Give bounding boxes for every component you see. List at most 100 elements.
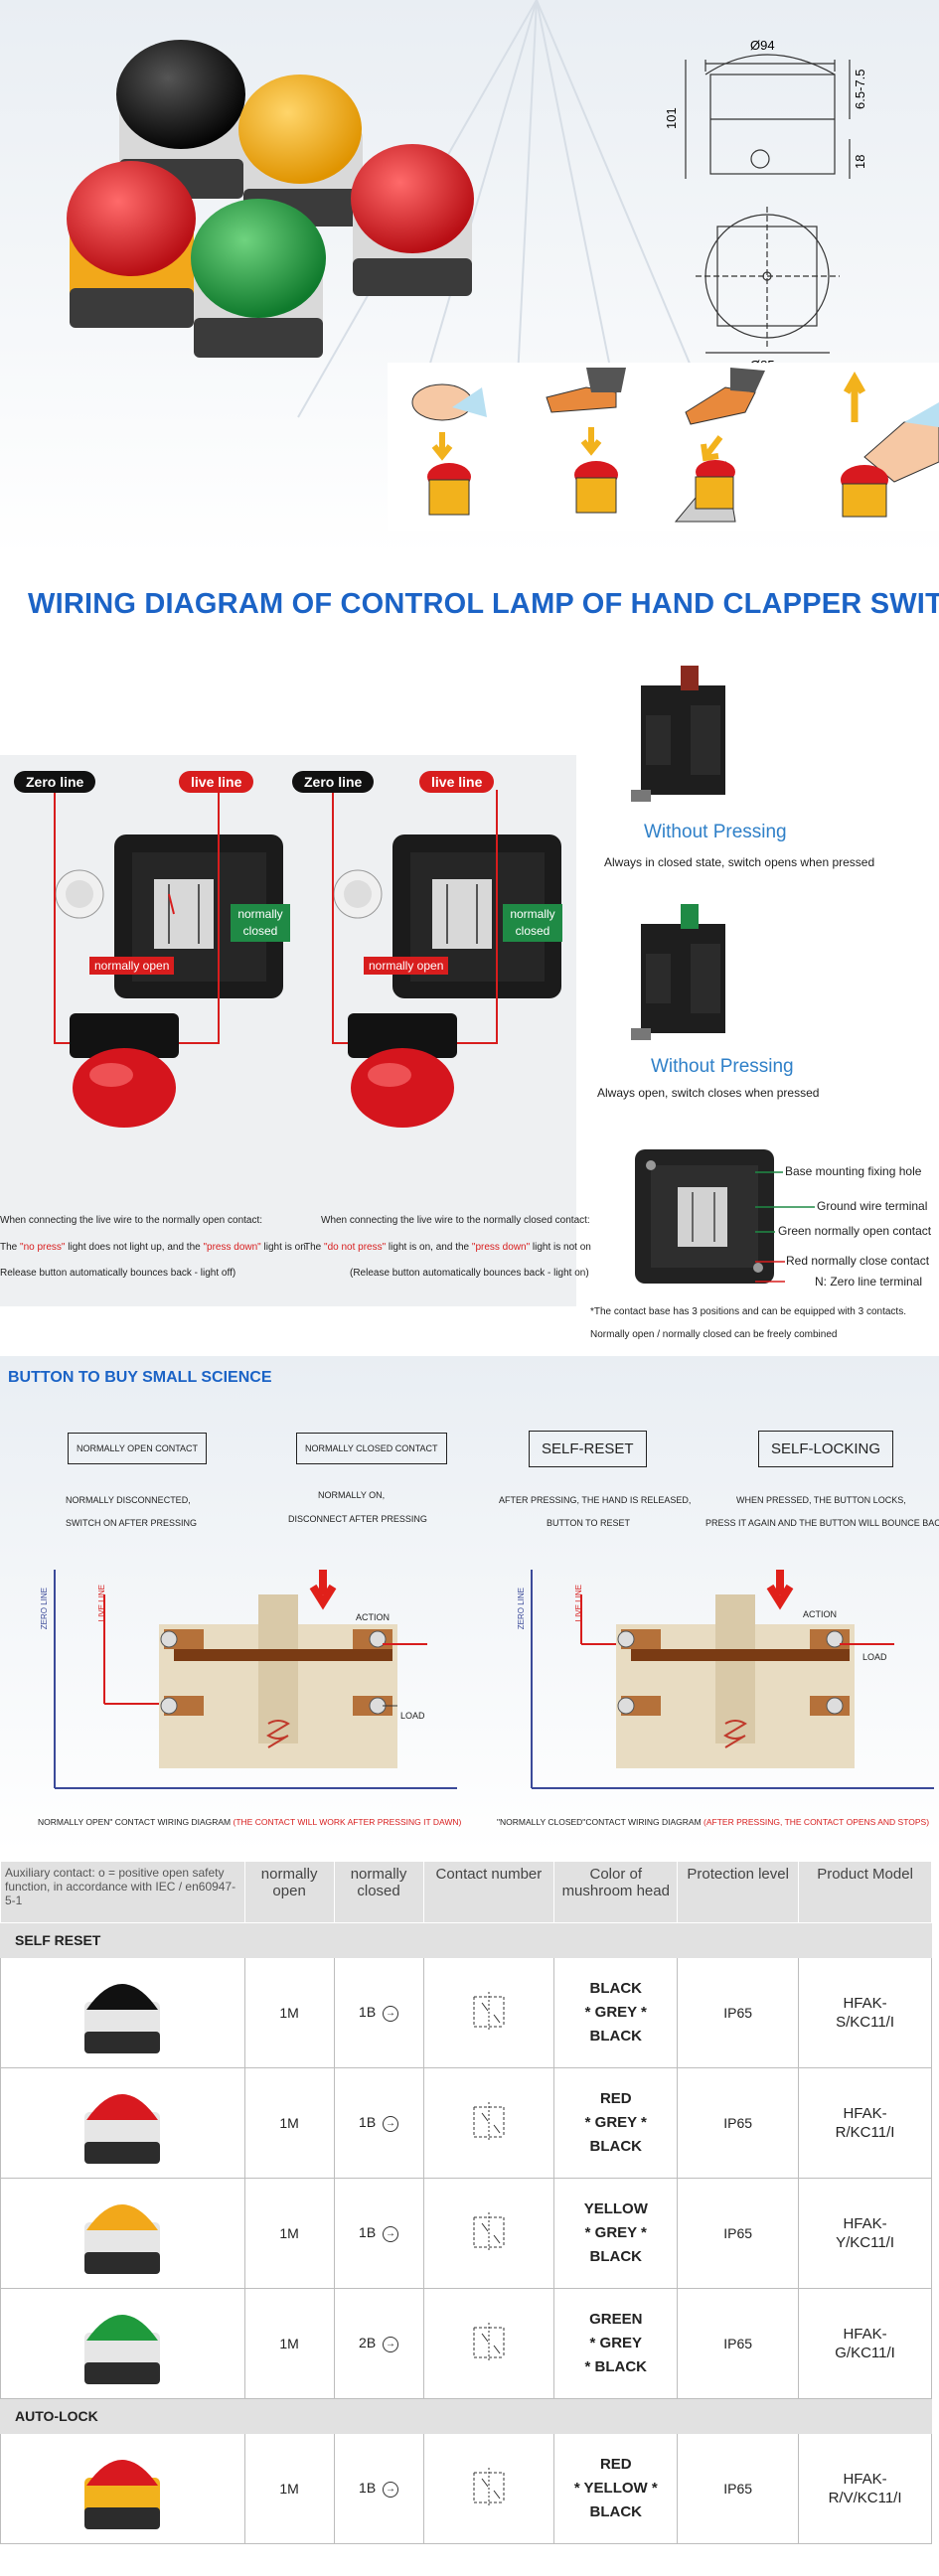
model-line-1: HFAK-	[843, 2471, 887, 2488]
desc-left-mid: light does not light up, and the	[65, 1242, 204, 1253]
product-base	[84, 2477, 161, 2515]
box-self-reset: SELF-RESET	[529, 1431, 647, 1467]
model-line-2: R/V/KC11/I	[828, 2490, 902, 2506]
product-thumbnail	[84, 2314, 161, 2384]
contact-symbol-icon	[473, 2101, 505, 2142]
box1-desc1: NORMALLY DISCONNECTED,	[66, 1495, 191, 1505]
desc-left-hl1: "no press"	[20, 1242, 66, 1253]
normally-closed-label-left: normally closed	[231, 904, 290, 942]
contact-number-cell	[422, 2433, 555, 2544]
live-line-tag-left: live line	[179, 771, 254, 793]
positive-open-icon: →	[383, 2336, 399, 2352]
product-thumbnail	[84, 2203, 161, 2274]
module1-desc: Always in closed state, switch opens whe…	[604, 855, 875, 869]
base-leader-lines	[755, 1171, 815, 1283]
base-note-2: Normally open / normally closed can be f…	[590, 1329, 838, 1340]
model-line-1: HFAK-	[843, 1995, 887, 2012]
product-image-cell	[0, 2178, 245, 2289]
contact-symbol-icon	[473, 1991, 505, 2032]
header-aux: Auxiliary contact: o = positive open saf…	[0, 1861, 245, 1923]
header-model: Product Model	[798, 1861, 932, 1923]
contact-number-cell	[422, 2067, 555, 2179]
protection-cell: IP65	[677, 2433, 800, 2544]
desc-left-post: light is on	[260, 1242, 306, 1253]
mushroom-buttons-photo	[67, 40, 474, 358]
contact-symbol-icon	[473, 2322, 505, 2362]
normally-open-cell: 1M	[243, 2178, 335, 2289]
desc-right-post: light is not on	[530, 1242, 591, 1253]
contact-module-no	[631, 904, 725, 1040]
color-line-2: * GREY *	[584, 2114, 647, 2131]
box1-desc2: SWITCH ON AFTER PRESSING	[66, 1518, 198, 1528]
wiring-section-title: WIRING DIAGRAM OF CONTROL LAMP OF HAND C…	[28, 588, 939, 620]
product-bottom	[84, 2506, 161, 2529]
contact-number-cell	[422, 2178, 555, 2289]
model-cell: HFAK- R/KC11/I	[798, 2067, 932, 2179]
color-line-2: * YELLOW *	[573, 2480, 658, 2497]
model-cell: HFAK- R/V/KC11/I	[798, 2433, 932, 2544]
group-row-self-reset: SELF RESET	[0, 1922, 932, 1958]
color-cell: GREEN * GREY * BLACK	[553, 2288, 679, 2399]
live-line-tag-right: live line	[419, 771, 495, 793]
product-head	[86, 2093, 159, 2120]
protection-cell: IP65	[677, 2288, 800, 2399]
box4-desc2: PRESS IT AGAIN AND THE BUTTON WILL BOUNC…	[705, 1518, 939, 1528]
product-image-cell	[0, 2433, 245, 2544]
live-line-v-right: LIVE LINE	[574, 1585, 583, 1622]
nc-value: 1B	[359, 2114, 377, 2131]
dim-18: 18	[853, 155, 867, 169]
color-line-1: RED	[599, 2456, 632, 2473]
model-line-1: HFAK-	[843, 2215, 887, 2232]
product-base	[84, 2332, 161, 2370]
mechanism-diagram-right	[531, 1570, 934, 1789]
wiring-desc-left-3: Release button automatically bounces bac…	[0, 1268, 236, 1279]
product-base	[84, 2001, 161, 2040]
base-label-4: Red normally close contact	[786, 1254, 930, 1268]
positive-open-icon: →	[383, 2481, 399, 2498]
base-label-3: Green normally open contact	[778, 1224, 932, 1238]
color-line-1: YELLOW	[583, 2200, 648, 2217]
caption-left-a: NORMALLY OPEN" CONTACT WIRING DIAGRAM	[38, 1817, 234, 1827]
load-label-left: LOAD	[400, 1711, 425, 1721]
product-image-cell	[0, 2067, 245, 2179]
box2-desc2: DISCONNECT AFTER PRESSING	[288, 1514, 427, 1524]
nc-value: 1B	[359, 2480, 377, 2497]
protection-cell: IP65	[677, 2067, 800, 2179]
contact-symbol-icon	[473, 2211, 505, 2252]
normally-closed-cell: 1B →	[333, 2433, 424, 2544]
product-base	[84, 2221, 161, 2260]
contact-base-photo	[635, 1149, 774, 1284]
caption-right-b: (AFTER PRESSING, THE CONTACT OPENS AND S…	[704, 1817, 930, 1827]
normally-open-cell: 1M	[243, 2067, 335, 2179]
header-nc: normally closed	[333, 1861, 424, 1923]
zero-line-tag-left: Zero line	[14, 771, 96, 793]
spec-table: Auxiliary contact: o = positive open saf…	[0, 1861, 932, 2544]
positive-open-icon: →	[383, 2225, 399, 2242]
nc-value: 2B	[359, 2335, 377, 2351]
color-line-2: * GREY *	[584, 2224, 647, 2241]
module2-desc: Always open, switch closes when pressed	[597, 1086, 820, 1100]
color-line-3: BLACK	[589, 2138, 643, 2155]
nc-value: 1B	[359, 2004, 377, 2021]
dim-101: 101	[664, 107, 679, 129]
mechanism-diagram-left	[54, 1570, 457, 1789]
color-line-1: BLACK	[589, 1980, 643, 1997]
caption-right: "NORMALLY CLOSED"CONTACT WIRING DIAGRAM …	[497, 1817, 929, 1827]
model-line-1: HFAK-	[843, 2105, 887, 2122]
contact-module-nc	[631, 666, 725, 802]
color-cell: BLACK * GREY * BLACK	[553, 1957, 679, 2068]
color-line-2: * GREY *	[584, 2004, 647, 2021]
contact-number-cell	[422, 1957, 555, 2068]
dim-65: 6.5-7.5	[853, 70, 867, 109]
protection-cell: IP65	[677, 1957, 800, 2068]
product-thumbnail	[84, 2459, 161, 2529]
header-protection: Protection level	[677, 1861, 800, 1923]
desc-left-hl2: "press down"	[203, 1242, 261, 1253]
color-line-3: BLACK	[589, 2248, 643, 2265]
model-line-2: S/KC11/I	[836, 2014, 894, 2031]
caption-left: NORMALLY OPEN" CONTACT WIRING DIAGRAM (T…	[38, 1817, 461, 1827]
model-line-2: G/KC11/I	[835, 2345, 895, 2361]
dim-d94: Ø94	[750, 38, 775, 53]
box-self-locking: SELF-LOCKING	[758, 1431, 894, 1467]
normally-open-cell: 1M	[243, 1957, 335, 2068]
